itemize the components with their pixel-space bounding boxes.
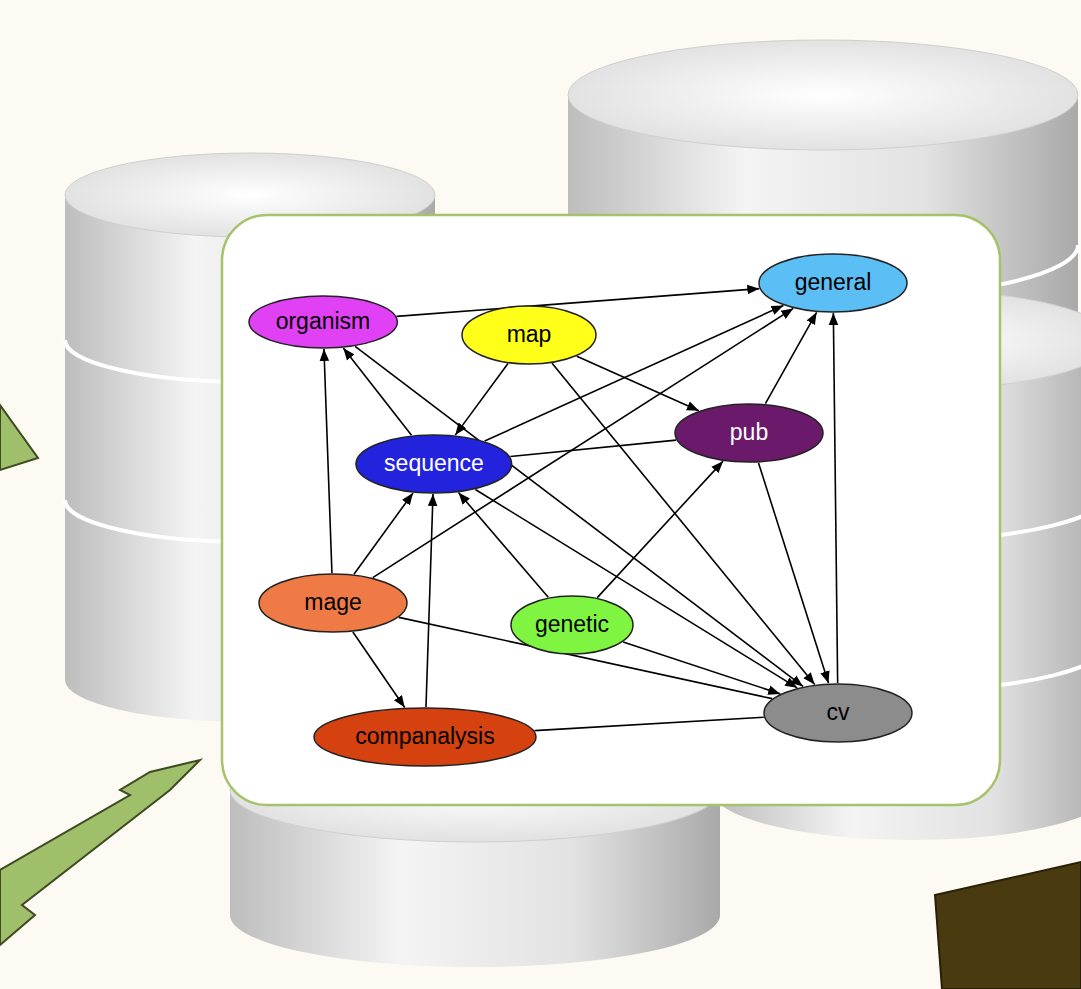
- relation-arrow: [577, 356, 699, 410]
- relation-arrow: [343, 348, 411, 435]
- relation-arrow: [765, 312, 816, 403]
- relation-arrow: [623, 642, 780, 694]
- relation-arrow: [353, 632, 405, 708]
- entity-ellipse: organism: [248, 295, 398, 349]
- entity-ellipse: sequence: [355, 434, 513, 494]
- entity-label: general: [795, 270, 872, 295]
- relation-arrow: [455, 364, 508, 436]
- relation-arrow: [354, 493, 413, 574]
- entity-ellipse: cv: [763, 683, 913, 743]
- entity-label: organism: [276, 309, 371, 334]
- entity-ellipse: pub: [674, 403, 824, 463]
- relation-arrow: [458, 493, 548, 598]
- diagram-panel: [222, 215, 1000, 805]
- relation-arrow: [475, 490, 797, 688]
- entity-label: genetic: [535, 612, 609, 637]
- entity-ellipse: companalysis: [313, 707, 537, 767]
- relation-arrow: [534, 717, 763, 730]
- entity-label: mage: [304, 590, 362, 615]
- entity-label: cv: [827, 700, 850, 725]
- relation-arrow: [510, 440, 676, 456]
- entity-ellipse: mage: [258, 573, 408, 633]
- relation-arrow: [324, 349, 332, 573]
- entity-label: sequence: [384, 451, 484, 476]
- relation-arrow: [833, 313, 837, 683]
- entity-label: pub: [730, 420, 768, 445]
- relation-arrow: [426, 494, 433, 707]
- relation-arrow: [397, 289, 760, 317]
- entity-label: map: [507, 322, 552, 347]
- entity-ellipse: general: [758, 253, 908, 313]
- green-arrow: [0, 760, 200, 945]
- green-arrow: [0, 405, 38, 470]
- brown-arrow: [935, 862, 1081, 989]
- entity-ellipse: genetic: [510, 595, 634, 655]
- entity-label: companalysis: [355, 724, 494, 749]
- relation-arrow: [758, 463, 828, 683]
- relation-arrow: [597, 461, 723, 597]
- entity-ellipse: map: [461, 305, 597, 365]
